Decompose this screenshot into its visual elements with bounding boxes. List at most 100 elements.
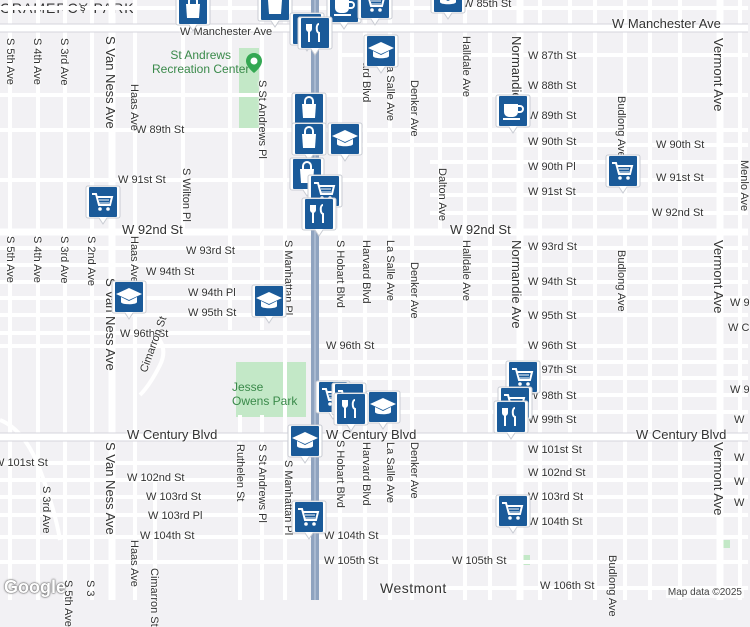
google-logo: Google [4,577,66,597]
street-label: W 104th St [528,516,583,528]
street-label: s [80,2,86,14]
street-label: Budlong Ave [606,555,618,617]
street-label: W 89th St [528,110,577,122]
street-label: Cimarron St [148,568,160,627]
street-label: Normandie Ave [509,240,524,329]
street-label: S 5th Ave [62,580,74,627]
street-label: W 95th St [188,307,237,319]
street-label: S 3rd Ave [58,38,70,86]
street-label: S Wilton Pl [180,168,192,222]
restaurant-icon[interactable] [492,398,530,440]
street-label: W 90th Pl [528,161,576,173]
street-label: W [734,497,745,509]
street-label: S 5th Ave [4,236,16,283]
street-label: W 101st St [528,444,582,456]
street-label: W 89th St [136,124,185,136]
street-label: W 96th St [120,328,169,340]
street-label: W 91st St [118,174,166,186]
street-label: W Century Blvd [127,427,218,442]
street-label: W 9 [730,297,750,309]
street-label: W 104th St [324,530,379,542]
street-label: W Century Blvd [636,427,727,442]
cafe-icon[interactable] [325,0,363,30]
street-label: S Manhattan Pl [282,460,294,536]
street-label: W 94th St [146,266,195,278]
street-label: La Salle Ave [384,442,396,503]
street-label: Vermont Ave [711,38,726,112]
street-label: S Van Ness Ave [103,36,118,129]
school-icon[interactable] [326,120,364,162]
street-label: La Salle Ave [384,240,396,301]
street-label: W 94th St [528,276,577,288]
street-label: S Van Ness Ave [103,442,118,535]
street-label: La Salle Ave [384,60,396,121]
street-label: W 88th St [528,80,577,92]
school-icon[interactable] [429,0,467,20]
street-label: Harvard Blvd [360,442,372,506]
street-label: Harvard Blvd [360,240,372,304]
restaurant-icon[interactable] [332,390,370,432]
street-label: W 9 [730,384,750,396]
street-label: W 90th St [528,136,577,148]
street-label: Haas Ave [128,84,140,131]
street-label: W 85th St [463,0,512,10]
shopping-cart-icon[interactable] [604,152,642,194]
street-label: Dalton Ave [436,168,448,222]
street-label: W 92nd St [450,222,511,237]
shopping-cart-icon[interactable] [84,183,122,225]
street-label: W 101st St [0,457,48,469]
street-label: W C [728,322,750,334]
street-label: Halldale Ave [460,36,472,97]
restaurant-icon[interactable] [300,195,338,237]
park-label: St Andrews Recreation Center [152,48,250,76]
street-label: W 91st St [528,186,576,198]
street-label: W 102nd St [127,472,185,484]
street-label: S St Andrews Pl [256,444,268,523]
shopping-cart-icon[interactable] [356,0,394,26]
street-label: Budlong Ave [615,250,627,312]
street-label: W 106th St [540,580,595,592]
shopping-cart-icon[interactable] [290,498,328,540]
street-label: W 104th St [140,530,195,542]
street-label: S 3 [84,580,96,597]
shopping-bag-icon[interactable] [174,0,212,32]
street-label: ard Blvd [360,62,372,103]
street-label: W 103rd St [528,491,584,503]
street-label: W 105th St [324,555,379,567]
street-label: Denker Ave [408,442,420,499]
street-label: W 95th St [528,310,577,322]
street-label: W 90th St [656,139,705,151]
school-icon[interactable] [286,422,324,464]
school-icon[interactable] [110,278,148,320]
shopping-cart-icon[interactable] [494,492,532,534]
street-label: W 103rd St [146,491,202,503]
street-label: Halldale Ave [460,240,472,301]
street-label: Denker Ave [408,80,420,137]
restaurant-icon[interactable] [296,14,334,56]
park-area [236,362,306,417]
street-label: Haas Ave [128,540,140,587]
neighborhood-label: Westmont [380,580,447,596]
park-marker-icon[interactable] [245,52,263,74]
street-label: W 98th St [528,390,577,402]
street-label: W [734,414,745,426]
shopping-bag-icon[interactable] [290,90,328,132]
street-label: W 91st St [656,172,704,184]
street-label: W 105th St [452,555,507,567]
shopping-bag-icon[interactable] [290,120,328,162]
street-label: Budlong Ave [615,96,627,158]
street-label: W 99th St [528,414,577,426]
school-icon[interactable] [362,32,400,74]
cafe-icon[interactable] [494,92,532,134]
school-icon[interactable] [250,282,288,324]
shopping-bag-icon[interactable] [256,0,294,28]
street-label: Vermont Ave [711,240,726,314]
street-label: W 94th Pl [188,287,236,299]
street-label: Ruthelen St [234,444,246,502]
street-label: W 103rd Pl [148,510,203,522]
street-label: W 96th St [528,340,577,352]
street-label: S 4th Ave [31,38,43,85]
school-icon[interactable] [364,388,402,430]
street-label: Menlo Ave [738,160,750,212]
